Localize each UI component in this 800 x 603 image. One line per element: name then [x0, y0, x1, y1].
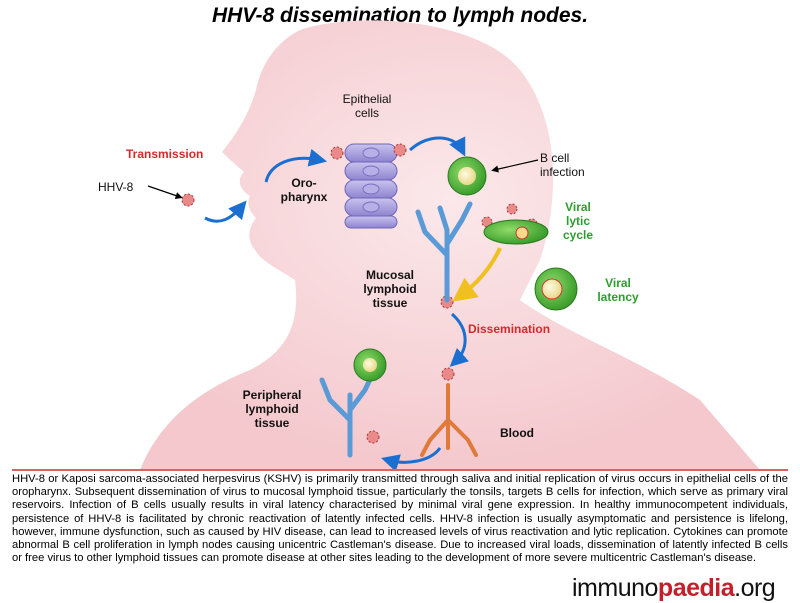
transmission-arrow [204, 200, 247, 223]
virus-particle-transmission [181, 193, 195, 207]
epithelial-cells [344, 143, 398, 229]
b-cell-infection-label: B cell infection [540, 151, 585, 179]
peripheral-lymphoid-tissue [319, 372, 375, 458]
viral-latency-label: Viral latency [597, 276, 639, 304]
page-title: HHV-8 dissemination to lymph nodes. [211, 4, 589, 27]
blood-label: Blood [500, 426, 534, 440]
dissemination-arrow [449, 312, 470, 367]
lytic-to-tonsil-arrow [452, 247, 502, 302]
virus-particle-epithelial-right [393, 143, 407, 157]
diagram-canvas [140, 20, 760, 470]
viral-lytic-cell [483, 219, 549, 245]
logo-middle: paedia [657, 574, 735, 602]
bcell-pointer-arrow [491, 159, 539, 173]
viral-latency-cell [534, 267, 578, 311]
virus-particle-epithelial-left [330, 146, 344, 160]
blood-to-peripheral-arrow [381, 447, 442, 470]
oropharynx-arrow [264, 148, 328, 183]
b-cell-infection [447, 156, 487, 196]
transmission-label: Transmission [126, 147, 204, 161]
virus-particle-blood [441, 367, 455, 381]
blood-vessels [420, 383, 478, 457]
logo-suffix: .org [734, 574, 776, 602]
hhv8-pointer-arrow [147, 185, 183, 200]
viral-lytic-cycle-label: Viral lytic cycle [562, 200, 594, 242]
mucosal-lymphoid-tissue-label: Mucosal lymphoid tissue [363, 268, 417, 310]
logo-prefix: immuno [572, 574, 658, 602]
hhv8-label: HHV-8 [98, 180, 134, 194]
caption-divider [12, 469, 788, 471]
mucosal-lymphoid-tissue [415, 201, 473, 303]
oropharynx-label: Oro- pharynx [280, 176, 328, 204]
human-silhouette [140, 20, 760, 470]
immunopaedia-logo: immunopaedia.org [572, 574, 776, 603]
dissemination-label: Dissemination [468, 322, 551, 336]
caption-text: HHV-8 or Kaposi sarcoma-associated herpe… [12, 473, 788, 565]
epithelial-cells-label: Epithelial cells [342, 92, 392, 120]
virus-particle-peripheral [366, 430, 380, 444]
peripheral-lymphoid-tissue-label: Peripheral lymphoid tissue [242, 388, 302, 430]
epithelial-to-bcell-arrow [408, 136, 466, 157]
peripheral-b-cell [353, 348, 387, 382]
